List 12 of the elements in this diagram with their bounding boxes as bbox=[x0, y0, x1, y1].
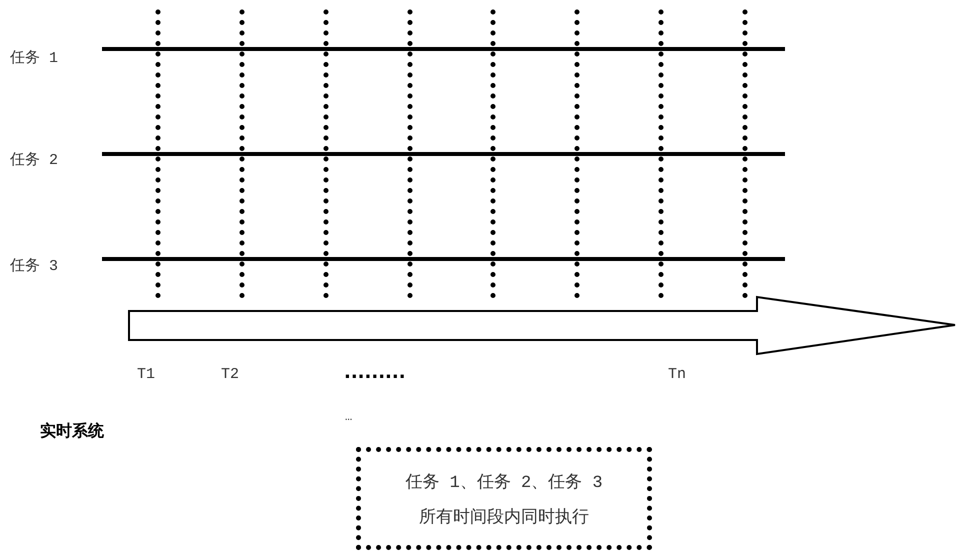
heading-text: 实时系统 bbox=[40, 421, 104, 440]
ellipsis-text: ......... bbox=[344, 362, 406, 384]
note-text: 所有时间段内同时执行 bbox=[419, 507, 589, 528]
label-text: 任务 1 bbox=[10, 50, 58, 68]
label-text: Tn bbox=[668, 366, 686, 384]
label-text: T1 bbox=[137, 366, 156, 384]
note-box bbox=[356, 447, 652, 550]
note-text: 任务 1、任务 2、任务 3 bbox=[405, 472, 603, 492]
label-text: T2 bbox=[221, 366, 240, 384]
label-text: 任务 2 bbox=[10, 152, 58, 170]
label-text: … bbox=[345, 410, 352, 424]
label-text: 任务 3 bbox=[10, 258, 58, 276]
